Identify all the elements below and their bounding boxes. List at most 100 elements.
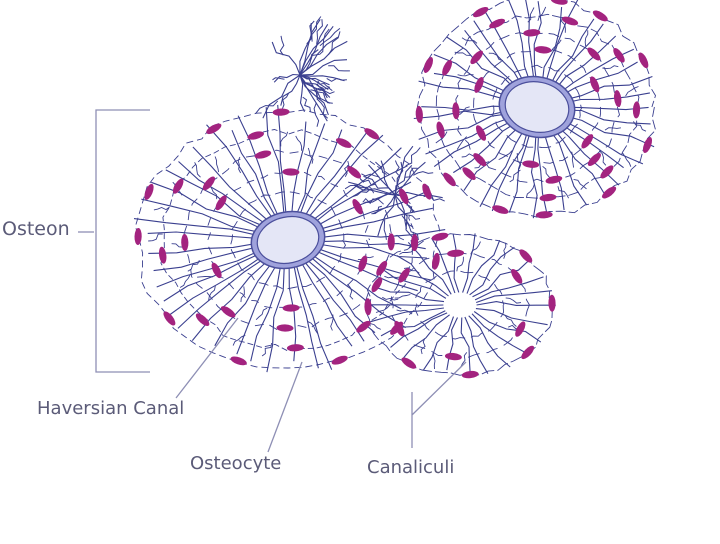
canaliculus [301, 131, 368, 221]
osteocyte [364, 298, 372, 316]
canaliculus [401, 314, 450, 361]
canaliculus [394, 294, 411, 299]
osteocyte [581, 134, 594, 149]
canaliculus [294, 261, 333, 370]
canaliculus [401, 215, 414, 228]
canaliculus [313, 246, 432, 281]
canaliculus [432, 352, 436, 370]
canaliculus [314, 207, 433, 235]
osteocyte [347, 166, 362, 179]
canaliculus [307, 147, 314, 164]
canaliculus [418, 112, 517, 140]
canaliculus [557, 186, 569, 199]
haversian-canal-label: Haversian Canal [37, 398, 185, 419]
canaliculus [330, 314, 334, 331]
canaliculus [302, 259, 365, 342]
osteocyte [444, 352, 462, 361]
canaliculus [457, 73, 474, 77]
osteocyte [371, 277, 383, 293]
osteocyte [282, 304, 300, 312]
canaliculus [352, 188, 371, 197]
canaliculus [214, 259, 275, 347]
canaliculus [549, 23, 604, 92]
canaliculus [473, 311, 542, 343]
canaliculus [151, 181, 265, 231]
canaliculus [509, 169, 521, 183]
osteocyte [539, 193, 557, 202]
canaliculus [379, 267, 447, 299]
canaliculus [313, 102, 320, 127]
canaliculus [191, 257, 272, 341]
canaliculus [541, 125, 565, 211]
lamella-ring [472, 48, 602, 166]
osteocyte [550, 0, 568, 5]
canaliculus [326, 77, 347, 82]
canaliculus [165, 169, 266, 228]
canaliculus [625, 86, 639, 97]
canaliculus [375, 161, 387, 175]
canaliculus [533, 1, 542, 88]
canaliculus [318, 91, 333, 104]
canaliculus [306, 20, 315, 45]
osteocyte [364, 128, 380, 140]
canaliculus [197, 276, 214, 278]
canaliculus [299, 24, 329, 76]
canaliculus [299, 260, 353, 347]
canaliculus [571, 151, 575, 168]
canaliculus [299, 74, 331, 98]
canaliculus [504, 314, 517, 327]
canaliculus [406, 221, 419, 241]
canaliculus [488, 52, 504, 62]
canaliculus [550, 39, 562, 53]
canaliculus [456, 256, 464, 272]
osteocyte [492, 205, 509, 214]
canaliculus [236, 261, 279, 355]
canaliculus [475, 308, 548, 326]
osteocyte [443, 172, 456, 187]
canaliculus [153, 245, 263, 272]
canaliculus [413, 171, 434, 176]
canaliculus [498, 150, 513, 161]
canaliculus [309, 252, 402, 310]
osteocyte [356, 320, 371, 333]
canaliculus [530, 126, 538, 219]
osteocyte [602, 186, 617, 199]
canaliculus [311, 16, 322, 42]
osteocyte [431, 232, 449, 241]
canaliculus [312, 189, 430, 232]
canaliculi-leader [411, 361, 467, 448]
canaliculus [372, 285, 445, 303]
canaliculus [463, 121, 525, 191]
canaliculus [394, 165, 413, 196]
canaliculus [503, 242, 507, 259]
canaliculus [237, 156, 242, 174]
canaliculus [367, 304, 444, 307]
canaliculus [314, 242, 427, 259]
canaliculus [178, 161, 268, 226]
osteocyte [592, 10, 608, 22]
osteocyte [515, 321, 526, 337]
canaliculus [187, 260, 200, 272]
canaliculus [404, 214, 421, 220]
canaliculus [322, 28, 330, 53]
canaliculus [148, 233, 163, 242]
canaliculus [435, 131, 448, 144]
canaliculus [280, 74, 301, 106]
canaliculus [304, 257, 376, 334]
canaliculus [396, 255, 449, 297]
canaliculus [446, 317, 458, 371]
canaliculus [507, 0, 533, 89]
canaliculus [319, 28, 341, 47]
canaliculus [133, 218, 262, 237]
canaliculus [277, 104, 287, 218]
canaliculus [153, 206, 170, 211]
osteocyte [600, 165, 614, 179]
osteocyte [134, 228, 142, 245]
canaliculus [294, 123, 326, 218]
canaliculus [462, 233, 476, 293]
canaliculi-label: Canaliculi [367, 457, 455, 478]
osteocyte [432, 252, 440, 270]
osteocyte-leader [267, 361, 303, 453]
canaliculus [547, 18, 595, 91]
osteocyte [422, 183, 432, 200]
